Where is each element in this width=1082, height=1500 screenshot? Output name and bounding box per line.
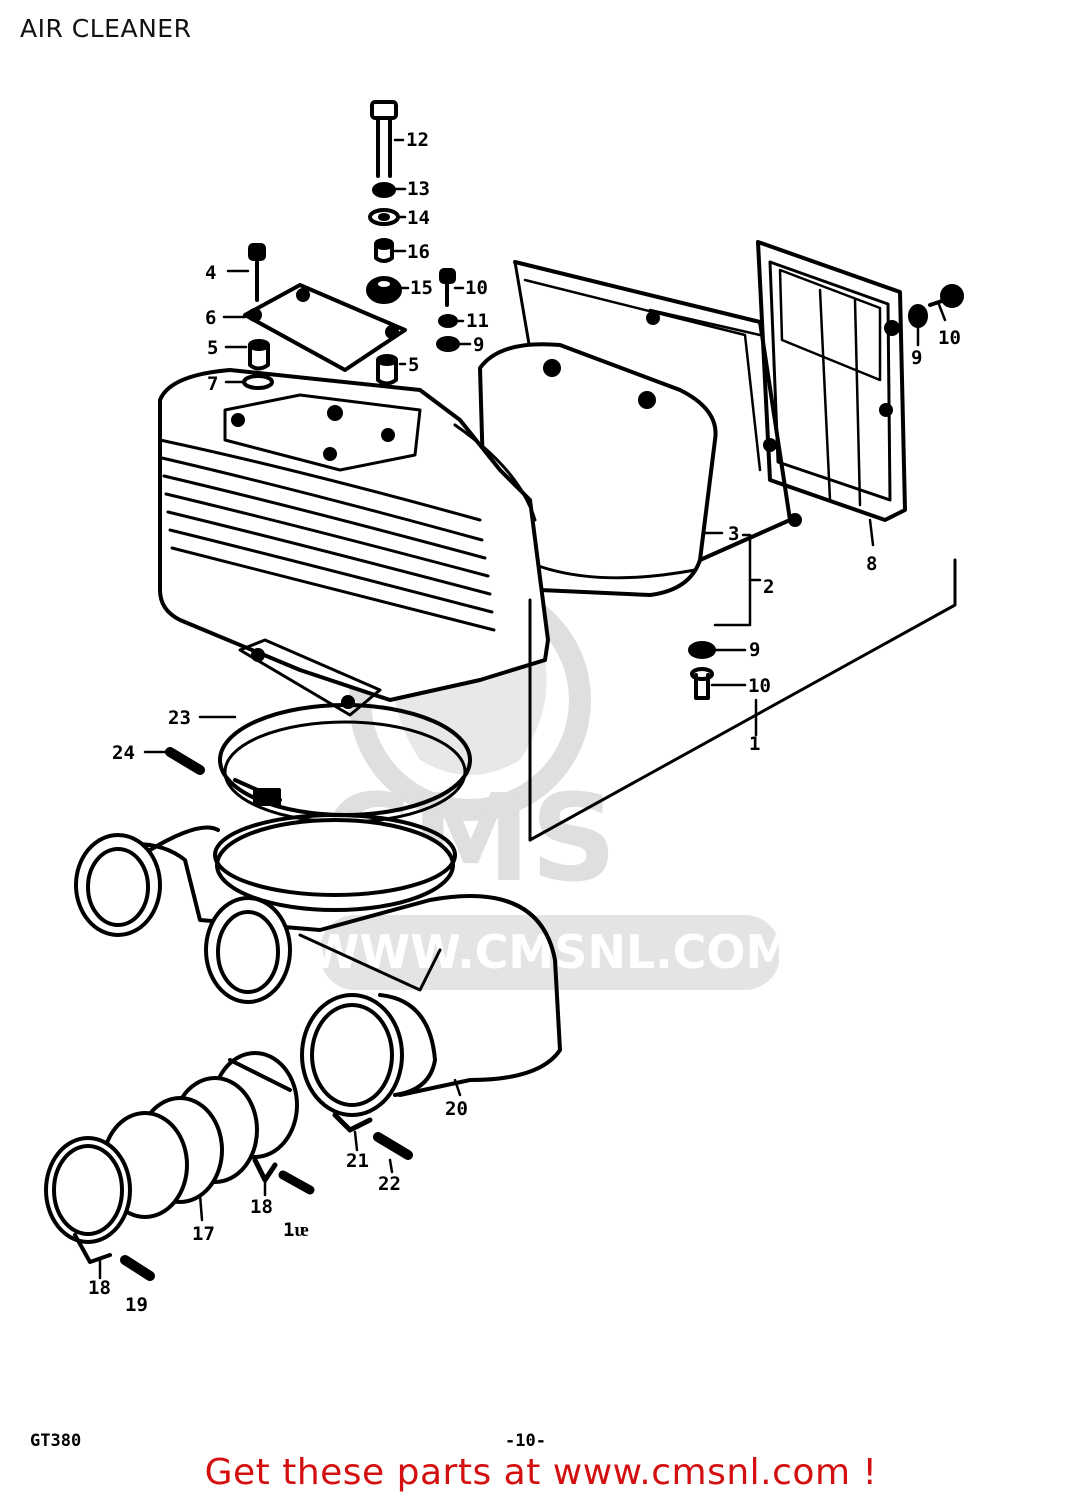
- washer-14: [368, 208, 400, 226]
- intake-box: [74, 813, 562, 1117]
- screw-19-lower: [120, 1255, 155, 1281]
- label-18a: 18: [250, 1196, 273, 1218]
- intake-hose: [101, 1051, 299, 1219]
- label-19a: 19: [125, 1294, 148, 1316]
- label-11: 11: [466, 310, 489, 332]
- nut-11: [438, 314, 458, 328]
- screw-19-mid: [278, 1170, 315, 1195]
- label-3: 3: [728, 523, 739, 545]
- label-24: 24: [112, 742, 135, 764]
- promo-link[interactable]: Get these parts at www.cmsnl.com !: [204, 1452, 878, 1493]
- cover-plate: [243, 283, 407, 372]
- label-1: 1: [749, 733, 760, 755]
- bolt-10-right: [928, 284, 964, 308]
- label-5b: 5: [408, 354, 419, 376]
- screw-24: [165, 747, 205, 775]
- label-13: 13: [407, 178, 430, 200]
- watermark-url: WWW.CMSNL.COM: [309, 925, 792, 979]
- label-16: 16: [407, 241, 430, 263]
- grommet-right: [376, 354, 398, 386]
- label-5a: 5: [207, 337, 218, 359]
- label-20: 20: [445, 1098, 468, 1120]
- diagram-title: AIR CLEANER: [20, 14, 192, 43]
- label-15: 15: [410, 277, 433, 299]
- label-10a: 10: [465, 277, 488, 299]
- label-9a: 9: [473, 334, 484, 356]
- label-23: 23: [168, 707, 191, 729]
- washer-9-lower: [688, 641, 716, 659]
- label-4: 4: [205, 262, 216, 284]
- label-8: 8: [866, 553, 877, 575]
- part-labels: 12 13 14 16 15 10 11 9 4 6 5 5 7 9 10 3 …: [88, 129, 961, 1316]
- bolt-10-top: [439, 268, 456, 307]
- label-10c: 10: [748, 675, 771, 697]
- leader-lines: [98, 138, 947, 1280]
- spacer-16: [374, 238, 394, 263]
- model-code: GT380: [30, 1431, 82, 1451]
- label-2: 2: [763, 576, 774, 598]
- washer-9-top: [436, 336, 460, 352]
- label-12: 12: [406, 129, 429, 151]
- cushion-15: [366, 276, 402, 304]
- label-9c: 9: [749, 639, 760, 661]
- clamp-band: [218, 703, 472, 824]
- nut-13: [372, 182, 396, 198]
- label-7: 7: [207, 373, 218, 395]
- hose-clamp-right: [332, 1112, 373, 1133]
- label-21: 21: [346, 1150, 369, 1172]
- label-9b: 9: [911, 347, 922, 369]
- label-22: 22: [378, 1173, 401, 1195]
- screw-22: [373, 1132, 413, 1160]
- label-18b: 18: [88, 1277, 111, 1299]
- bolt-12: [370, 100, 398, 178]
- label-10b: 10: [938, 327, 961, 349]
- label-19b: 1ᵫ: [283, 1219, 309, 1241]
- label-17: 17: [192, 1223, 215, 1245]
- label-6: 6: [205, 307, 216, 329]
- page-number: -10-: [505, 1431, 546, 1451]
- washer-9-right: [908, 304, 928, 328]
- label-14: 14: [407, 207, 430, 229]
- air-cleaner-case: [158, 368, 550, 717]
- bolt-4: [248, 243, 266, 302]
- bolt-10-lower: [690, 667, 714, 700]
- hose-clamp-left: [44, 1136, 132, 1264]
- back-cover-plate: [756, 240, 907, 522]
- assembly-bracket: [528, 558, 957, 842]
